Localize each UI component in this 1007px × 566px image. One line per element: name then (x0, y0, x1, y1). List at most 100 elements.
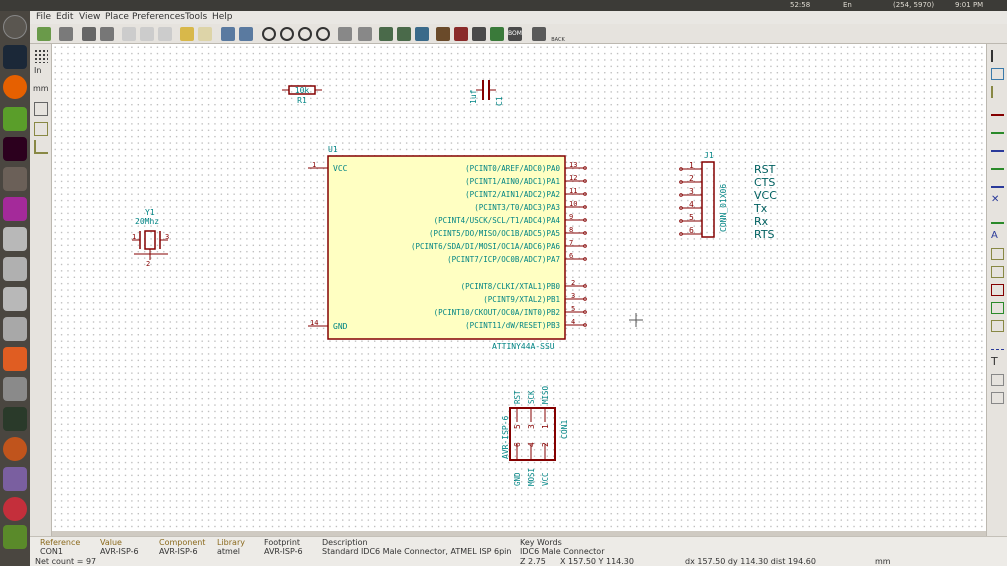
place-bus-icon[interactable] (991, 140, 1004, 152)
no-connect-icon[interactable]: ✕ (991, 194, 1000, 205)
capacitor-c1[interactable]: 1uf C1 (469, 80, 504, 106)
u1-pin-name: (PCINT4/USCK/SCL/T1/ADC4)PA4 (434, 216, 561, 225)
terminal-icon[interactable] (3, 137, 27, 161)
select-arrow-icon[interactable] (991, 50, 1004, 62)
hidden-pins-icon[interactable] (34, 122, 48, 136)
drive-icon-4[interactable] (3, 317, 27, 341)
junction-icon[interactable] (991, 212, 1004, 224)
app-icon-red[interactable] (3, 497, 27, 521)
software-center-icon[interactable] (3, 347, 27, 371)
menu-file[interactable]: File (36, 12, 52, 22)
bus-entry-icon[interactable] (991, 176, 1004, 188)
horizontal-scrollbar[interactable] (52, 531, 986, 536)
bus-wire-angle-icon[interactable] (34, 140, 48, 154)
place-power-icon[interactable] (991, 104, 1004, 116)
bom-icon[interactable]: BOM (508, 27, 522, 41)
zoom-out-icon[interactable] (280, 27, 294, 41)
find-icon[interactable] (221, 27, 235, 41)
cvpcb-icon[interactable] (490, 27, 504, 41)
drive-icon-2[interactable] (3, 257, 27, 281)
undo-icon[interactable] (180, 27, 194, 41)
drive-icon-1[interactable] (3, 227, 27, 251)
annotate-icon[interactable] (436, 27, 450, 41)
menu-edit[interactable]: Edit (56, 12, 74, 22)
graphic-line-icon[interactable] (991, 338, 1004, 350)
clock[interactable]: 9:01 PM (955, 1, 984, 9)
game-icon[interactable] (3, 437, 27, 461)
system-monitor-icon[interactable] (3, 407, 27, 431)
cut-icon[interactable] (122, 27, 136, 41)
save-icon[interactable] (59, 27, 73, 41)
crystal-y1[interactable]: Y1 20Mhz 1 2 3 (132, 208, 169, 268)
menu-tools[interactable]: Tools (185, 12, 208, 22)
library-editor-icon[interactable] (379, 27, 393, 41)
j1-signal-label: RTS (754, 228, 775, 241)
library-browser-icon[interactable] (397, 27, 411, 41)
grid-toggle-icon[interactable] (34, 49, 48, 63)
redo-icon[interactable] (198, 27, 212, 41)
hierarchy-icon[interactable] (338, 27, 352, 41)
zoom-in-icon[interactable] (262, 27, 276, 41)
place-image-icon[interactable] (991, 374, 1004, 386)
page-settings-icon[interactable] (100, 27, 114, 41)
firefox-icon[interactable] (3, 75, 27, 99)
pidgin-icon[interactable] (3, 467, 27, 491)
graphic-text-icon[interactable]: T (991, 355, 998, 368)
j1-pin-num: 1 (689, 161, 694, 170)
find-replace-icon[interactable] (239, 27, 253, 41)
hier-label-icon[interactable] (991, 266, 1004, 278)
language-indicator[interactable]: En (843, 1, 852, 9)
description-value: Standard IDC6 Male Connector, ATMEL ISP … (322, 547, 512, 556)
units-inch-button[interactable]: In (34, 66, 41, 75)
net-label-icon[interactable]: A (991, 230, 998, 241)
paste-icon[interactable] (158, 27, 172, 41)
app-icon-green[interactable] (3, 525, 27, 549)
print-icon[interactable] (82, 27, 96, 41)
units-mm-button[interactable]: mm (33, 84, 49, 93)
redraw-icon[interactable] (298, 27, 312, 41)
units-mm-label: mm (33, 84, 49, 93)
schematic-canvas[interactable]: 10k R1 1uf C1 Y1 20Mhz 1 2 3 (52, 44, 986, 534)
zoom-fit-icon[interactable] (316, 27, 330, 41)
calendar-icon[interactable] (3, 197, 27, 221)
con1-pin-num: 4 (527, 442, 536, 447)
import-pin-icon[interactable] (991, 302, 1004, 314)
steam-icon[interactable] (3, 45, 27, 69)
wire-entry-icon[interactable] (991, 158, 1004, 170)
place-wire-icon[interactable] (991, 122, 1004, 134)
ic-u1[interactable]: U1 1 14 VCC GND 13(PCINT0/AREF/ADC0)PA01… (308, 145, 587, 351)
back-annotate-icon[interactable]: BACK (550, 27, 566, 43)
erc-icon[interactable] (454, 27, 468, 41)
u1-pins-a: 13(PCINT0/AREF/ADC0)PA012(PCINT1/AIN0/AD… (411, 161, 587, 264)
dash-icon[interactable] (3, 15, 27, 39)
sheet-pin-icon[interactable] (991, 320, 1004, 332)
hier-sheet-icon[interactable] (991, 284, 1004, 296)
menu-place[interactable]: Place (105, 12, 129, 22)
monitor-icon[interactable] (3, 377, 27, 401)
place-component-icon[interactable] (991, 86, 1004, 98)
highlight-net-icon[interactable] (991, 68, 1004, 80)
leave-sheet-icon[interactable] (358, 27, 372, 41)
status-bar: Reference CON1 Value AVR-ISP-6 Component… (30, 536, 1007, 566)
menu-view[interactable]: View (79, 12, 101, 22)
global-label-icon[interactable] (991, 248, 1004, 260)
new-schematic-icon[interactable] (37, 27, 51, 41)
kicad-eeschema-icon[interactable] (3, 107, 27, 131)
module-editor-icon[interactable] (415, 27, 429, 41)
copy-icon[interactable] (140, 27, 154, 41)
c1-ref: C1 (495, 96, 504, 106)
drive-icon-3[interactable] (3, 287, 27, 311)
u1-pin-end (583, 205, 587, 209)
delete-icon[interactable] (991, 392, 1004, 404)
left-toolbar: In mm (30, 44, 52, 536)
resistor-r1[interactable]: 10k R1 (282, 85, 322, 105)
netlist-icon[interactable] (472, 27, 486, 41)
menu-help[interactable]: Help (212, 12, 233, 22)
pcbnew-icon[interactable] (532, 27, 546, 41)
cursor-shape-icon[interactable] (34, 102, 48, 116)
menu-preferences[interactable]: Preferences (132, 12, 185, 22)
u1-pin-num: 2 (571, 279, 575, 287)
files-icon[interactable] (3, 167, 27, 191)
